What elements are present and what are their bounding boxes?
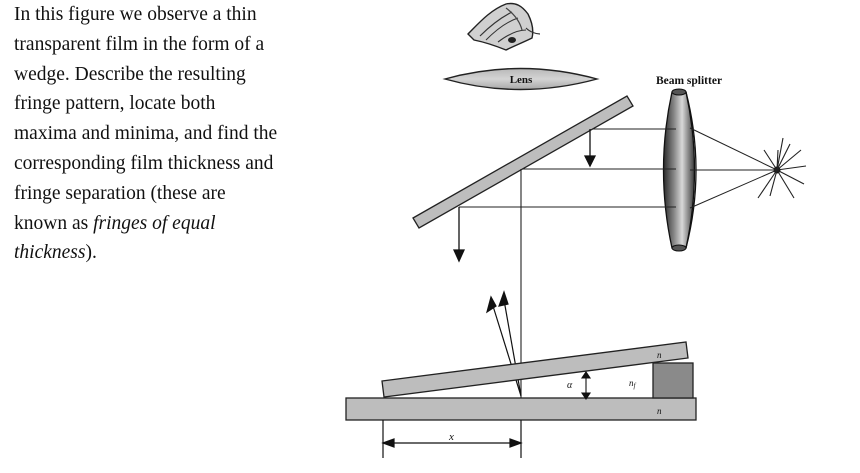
problem-line-8-text: known as — [14, 212, 94, 234]
film-index-label: nf — [629, 378, 637, 390]
wedge-angle-label: α — [567, 380, 573, 391]
problem-statement: In this figure we observe a thin transpa… — [14, 0, 344, 268]
top-glass-plate — [381, 341, 689, 398]
x-distance-label: x — [448, 431, 454, 443]
problem-line-8: known as fringes of equal — [14, 209, 344, 239]
problem-line-9-end: ). — [85, 242, 97, 264]
observer-eye-icon — [467, 2, 541, 51]
lens: Lens — [442, 67, 600, 91]
reflected-ray-arrows — [452, 129, 597, 263]
tilted-glass-plate — [412, 95, 634, 229]
light-source-icon — [757, 137, 807, 199]
source-ray-cone — [689, 127, 778, 209]
spacer-block — [652, 362, 694, 399]
film-index-symbol: n — [629, 378, 634, 388]
refractive-index-bottom-label: n — [657, 406, 662, 416]
italic-term-2: thickness — [14, 242, 86, 264]
problem-line-1: In this figure we observe a thin — [14, 4, 257, 25]
problem-line-3: wedge. Describe the resulting — [14, 63, 246, 85]
problem-line-5: maxima and minima, and find the — [14, 123, 278, 145]
bottom-glass-plate — [345, 397, 697, 421]
italic-term-1: fringes of equal — [93, 212, 216, 234]
beam-splitter-label: Beam splitter — [656, 75, 722, 87]
x-dimension — [381, 420, 523, 458]
problem-line-9: thickness). — [14, 238, 344, 268]
film-index-subscript: f — [634, 382, 637, 390]
problem-line-6: corresponding film thickness and — [14, 152, 274, 174]
thickness-indicator — [580, 371, 592, 400]
refractive-index-top-label: n — [657, 350, 662, 360]
problem-line-7: fringe separation (these are — [14, 182, 226, 204]
problem-line-2: transparent film in the form of a — [14, 33, 265, 55]
problem-line-4: fringe pattern, locate both — [14, 93, 216, 115]
lens-label: Lens — [510, 74, 533, 86]
